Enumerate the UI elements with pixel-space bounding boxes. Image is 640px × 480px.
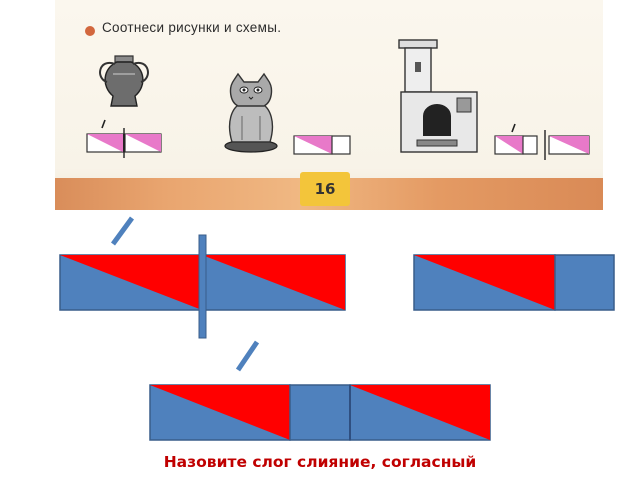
mini-scheme-cat <box>293 135 351 155</box>
vase-picture <box>99 55 149 107</box>
scheme-stove <box>149 340 491 441</box>
page-number: 16 <box>314 180 336 198</box>
stress-mark <box>110 216 135 246</box>
syllable-divider <box>198 234 207 339</box>
caption-text: Назовите слог слияние, согласный <box>163 453 477 471</box>
page-number-badge: 16 <box>300 172 350 206</box>
textbook-page-scan: Соотнеси рисунки и схемы. 16 <box>55 0 603 210</box>
scheme-stove-consonant-cell <box>289 384 351 441</box>
scheme-cat-consonant-cell <box>554 254 615 311</box>
stove-picture <box>398 39 478 153</box>
stress-mark <box>235 340 260 372</box>
textbook-instruction: Соотнеси рисунки и схемы. <box>102 20 282 35</box>
scheme-stove-triangle-2 <box>350 385 490 440</box>
scheme-vase-triangle-2 <box>202 255 345 310</box>
scheme-vase-triangle-1 <box>60 255 202 310</box>
cat-picture <box>224 72 278 153</box>
scheme-vase <box>59 216 346 339</box>
scheme-stove-triangle-1 <box>150 385 290 440</box>
scheme-cat <box>413 254 615 311</box>
scheme-cat-triangle <box>414 255 555 310</box>
bullet-point <box>85 26 95 36</box>
mini-scheme-stove <box>494 123 590 160</box>
mini-scheme-vase <box>86 119 162 158</box>
